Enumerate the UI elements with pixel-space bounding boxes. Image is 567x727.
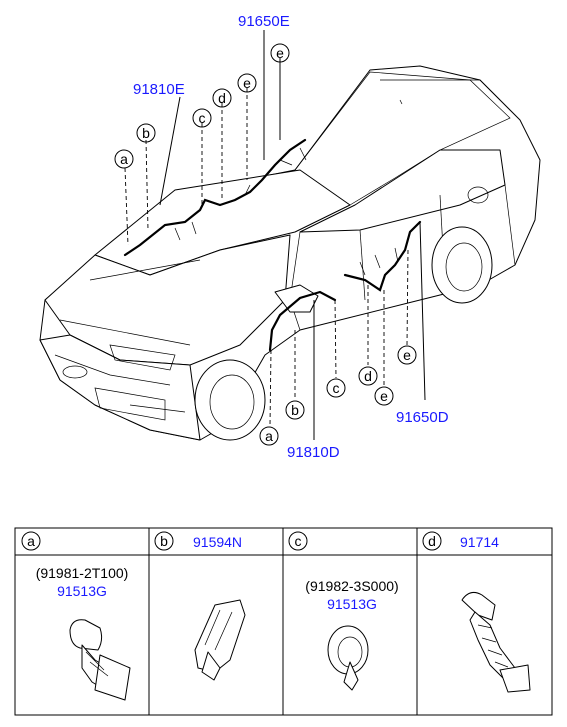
svg-text:d: d (364, 368, 372, 384)
svg-text:a: a (120, 151, 128, 167)
label-91810D: 91810D (287, 444, 340, 461)
svg-text:a: a (27, 533, 35, 549)
svg-text:c: c (333, 380, 340, 396)
callout-e-lower-2: e (374, 386, 394, 406)
label-91650E: 91650E (238, 13, 290, 30)
sub-code-c: (91982-3S000) (305, 578, 398, 594)
sub-part-a: 91513G (57, 583, 107, 599)
callout-a-lower: a (259, 426, 279, 446)
svg-text:d: d (218, 90, 226, 106)
callout-e-top: e (270, 43, 290, 63)
callout-b-lower: b (285, 400, 305, 420)
harness-rear-door (343, 220, 422, 292)
callout-b-upper: b (136, 123, 156, 143)
svg-text:b: b (291, 402, 299, 418)
sub-part-c: 91513G (327, 596, 377, 612)
part-number-b: 91594N (193, 534, 242, 550)
callout-d-upper: d (212, 88, 232, 108)
sub-code-a: (91981-2T100) (36, 565, 129, 581)
table-header-b: b 91594N (154, 531, 242, 551)
svg-text:b: b (142, 125, 150, 141)
svg-text:c: c (295, 533, 302, 549)
svg-text:c: c (199, 110, 206, 126)
callout-d-lower: d (358, 366, 378, 386)
svg-text:b: b (160, 533, 168, 549)
svg-text:a: a (265, 428, 273, 444)
svg-text:e: e (403, 347, 411, 363)
grommet-a-illustration (69, 619, 131, 701)
leader-lines (124, 30, 426, 440)
grommet-b-illustration (194, 599, 246, 681)
label-91650D: 91650D (396, 409, 449, 426)
harness-front-door (268, 290, 337, 352)
svg-text:e: e (243, 75, 251, 91)
table-header-c: c (288, 531, 308, 551)
car-illustration (39, 65, 541, 441)
label-91810E: 91810E (133, 81, 185, 98)
grommet-d-illustration (461, 591, 531, 693)
table-header-a: a (21, 531, 41, 551)
grommet-c-illustration (327, 625, 369, 691)
parts-table: a b 91594N c d 91714 (91981-2T100) 91513… (14, 527, 553, 716)
harness-roof (123, 138, 307, 257)
svg-text:e: e (380, 388, 388, 404)
callout-c-lower: c (326, 378, 346, 398)
part-number-d: 91714 (460, 534, 499, 550)
callout-e-upper: e (237, 73, 257, 93)
svg-text:e: e (276, 45, 284, 61)
table-header-d: d 91714 (422, 531, 499, 551)
callout-e-lower-1: e (397, 345, 417, 365)
callout-c-upper: c (192, 108, 212, 128)
svg-text:d: d (428, 533, 436, 549)
callout-a-upper: a (114, 149, 134, 169)
